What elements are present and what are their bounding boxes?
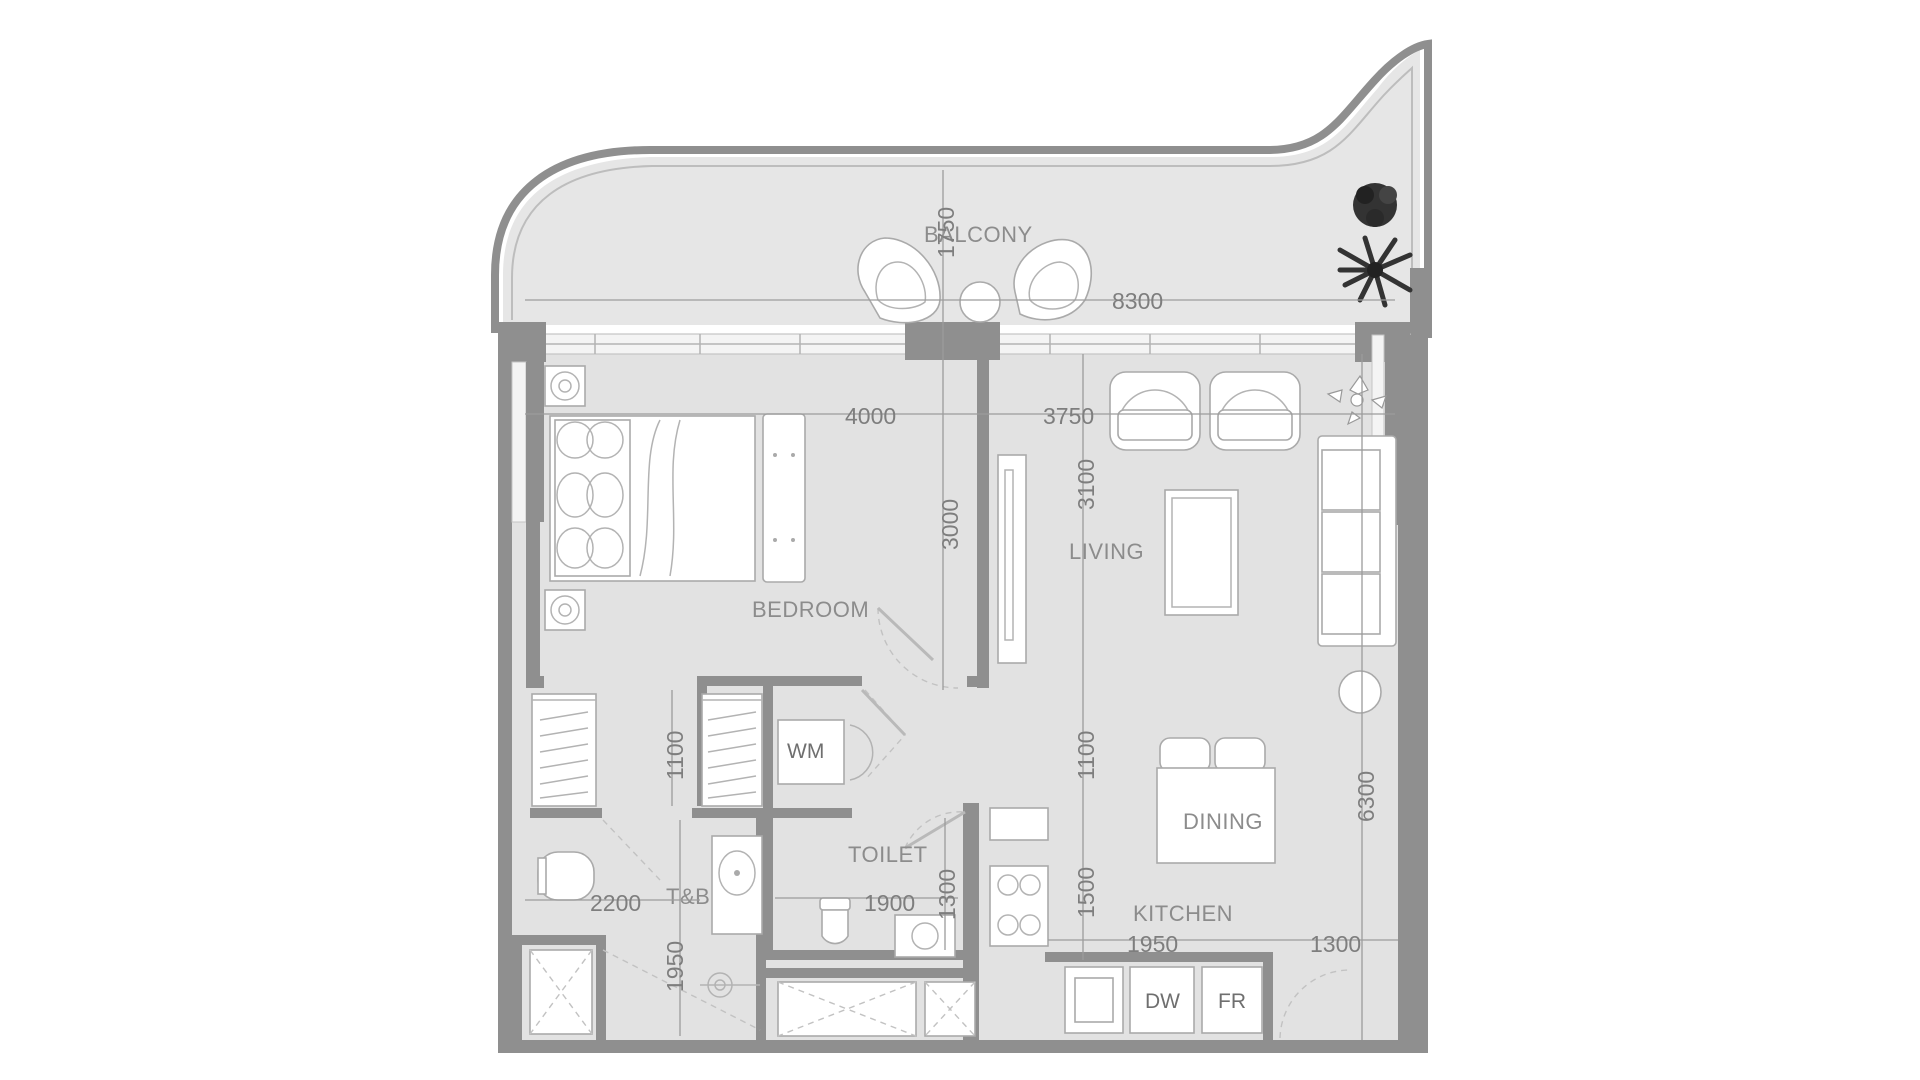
utility-cabinets [777,981,976,1037]
wall-bedroom-living [977,358,989,688]
dim-bedroom-depth: 3000 [937,499,963,550]
dim-unit-depth: 6300 [1353,771,1379,822]
plant-icon [1353,183,1397,227]
sink-icon [1074,977,1114,1023]
bench-icon [762,413,806,583]
dim-kitchen-width: 1950 [1127,931,1178,957]
bathroom: T&B [529,819,763,1035]
washing-machine [777,719,845,785]
dim-tb-depth: 1950 [662,941,688,992]
dim-bedroom-width: 4000 [845,403,896,429]
palm-plant-icon [1337,235,1413,308]
floor-drain-icon [700,972,760,998]
dishwasher [1129,966,1195,1034]
dim-toilet-depth: 1300 [934,869,960,920]
wardrobes: WM [531,688,907,807]
toilet-icon [819,897,851,945]
balcony-floor [503,50,1420,335]
balcony-table-icon [959,281,1001,323]
bathtub-icon [537,851,595,901]
balcony-furniture: BALCONY [857,183,1413,324]
living-dining: LIVING DINING [997,371,1397,864]
room-label-balcony: BALCONY [924,222,1033,247]
shower-icon [529,949,593,1035]
armchair-icon [1109,371,1201,451]
room-label-kitchen: KITCHEN [1133,901,1233,926]
fridge [1201,966,1263,1034]
wardrobe-icon [531,693,597,807]
dim-living-depth: 3100 [1073,459,1099,510]
dining-table-icon [1156,737,1276,864]
room-label-living: LIVING [1069,539,1144,564]
dim-living-width: 3750 [1043,403,1094,429]
dim-entry-width: 1300 [1310,931,1361,957]
dim-toilet-width: 1900 [864,890,915,916]
dim-wardrobe-depth: 1100 [662,731,688,780]
appliance-label-fr: FR [1218,990,1246,1013]
walls [498,322,1428,1053]
cooktop-icon [989,865,1049,947]
dim-balcony-width: 8300 [1112,288,1163,314]
room-label-dining: DINING [1183,809,1263,834]
sink-icon [911,922,939,950]
dim-tb-width: 2200 [590,890,641,916]
armchair-icon [1209,371,1301,451]
dim-corridor-depth: 1100 [1073,731,1099,780]
appliance-label-wm: WM [787,740,824,763]
lounge-chair-icon [857,237,941,324]
tv-unit-icon [997,454,1027,664]
room-label-toilet: TOILET [848,842,928,867]
appliance-label-dw: DW [1145,990,1180,1013]
wall-top-mid-column [905,322,1000,360]
washbasin-counter [894,914,956,958]
wall-bottom [498,1040,1428,1053]
room-label-tb: T&B [666,884,710,909]
wall-left [498,330,512,1052]
balcony-parapet [491,39,1432,338]
washbasin-counter [711,835,763,935]
kitchen: DW FR KITCHEN [989,807,1351,1039]
plant-icon [1326,374,1387,426]
dim-balcony-depth: 1750 [933,207,959,258]
dimension-lines [525,170,1398,1040]
wall-top-left-column [498,322,546,362]
bed-icon [549,415,756,582]
side-table-icon [1338,670,1382,714]
wardrobe-icon [701,693,763,807]
bedroom: BEDROOM [544,365,959,689]
room-label-bedroom: BEDROOM [752,597,869,622]
coffee-table-icon [1164,489,1239,616]
dim-kitchen-depth: 1500 [1073,867,1099,918]
sink-icon [718,850,756,896]
sofa-icon [1317,435,1397,647]
dimension-labels: 1750 8300 4000 3750 3000 3100 1100 1100 … [590,207,1379,992]
